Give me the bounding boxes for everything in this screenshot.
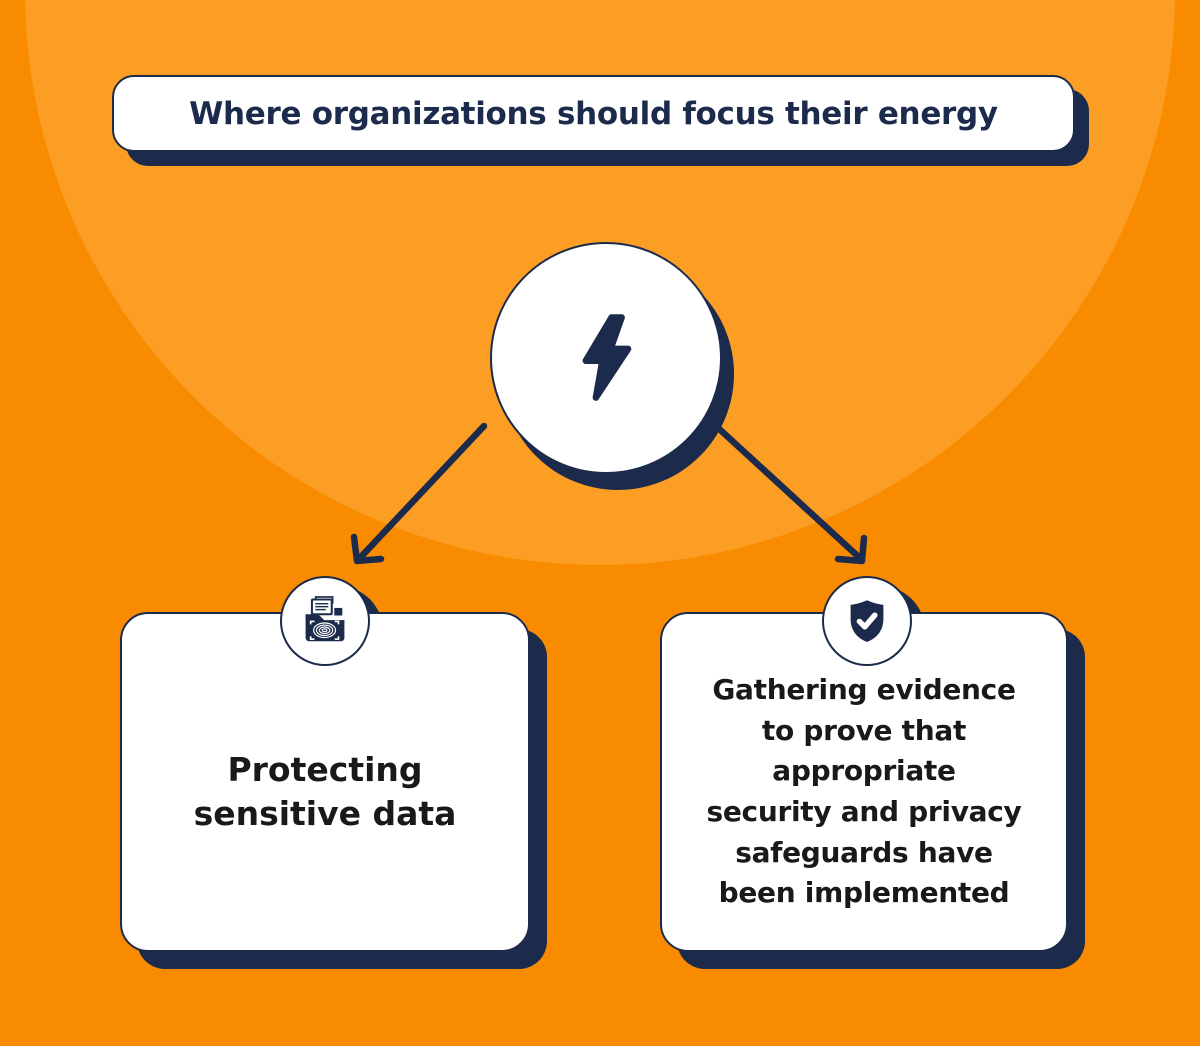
card-protecting-data: Protecting sensitive data (120, 612, 530, 952)
card-text: Protecting sensitive data (193, 750, 457, 833)
energy-circle (490, 242, 722, 474)
card-gathering-evidence: Gathering evidence to prove that appropr… (660, 612, 1068, 952)
shield-check-badge (822, 576, 912, 666)
document-fingerprint-badge (280, 576, 370, 666)
lightning-bolt-icon (582, 314, 632, 401)
title-text: Where organizations should focus their e… (189, 95, 998, 132)
card-text: Gathering evidence to prove that appropr… (706, 673, 1022, 910)
shield-check-icon (850, 600, 884, 642)
document-fingerprint-icon (305, 596, 345, 642)
title-banner: Where organizations should focus their e… (112, 75, 1075, 152)
